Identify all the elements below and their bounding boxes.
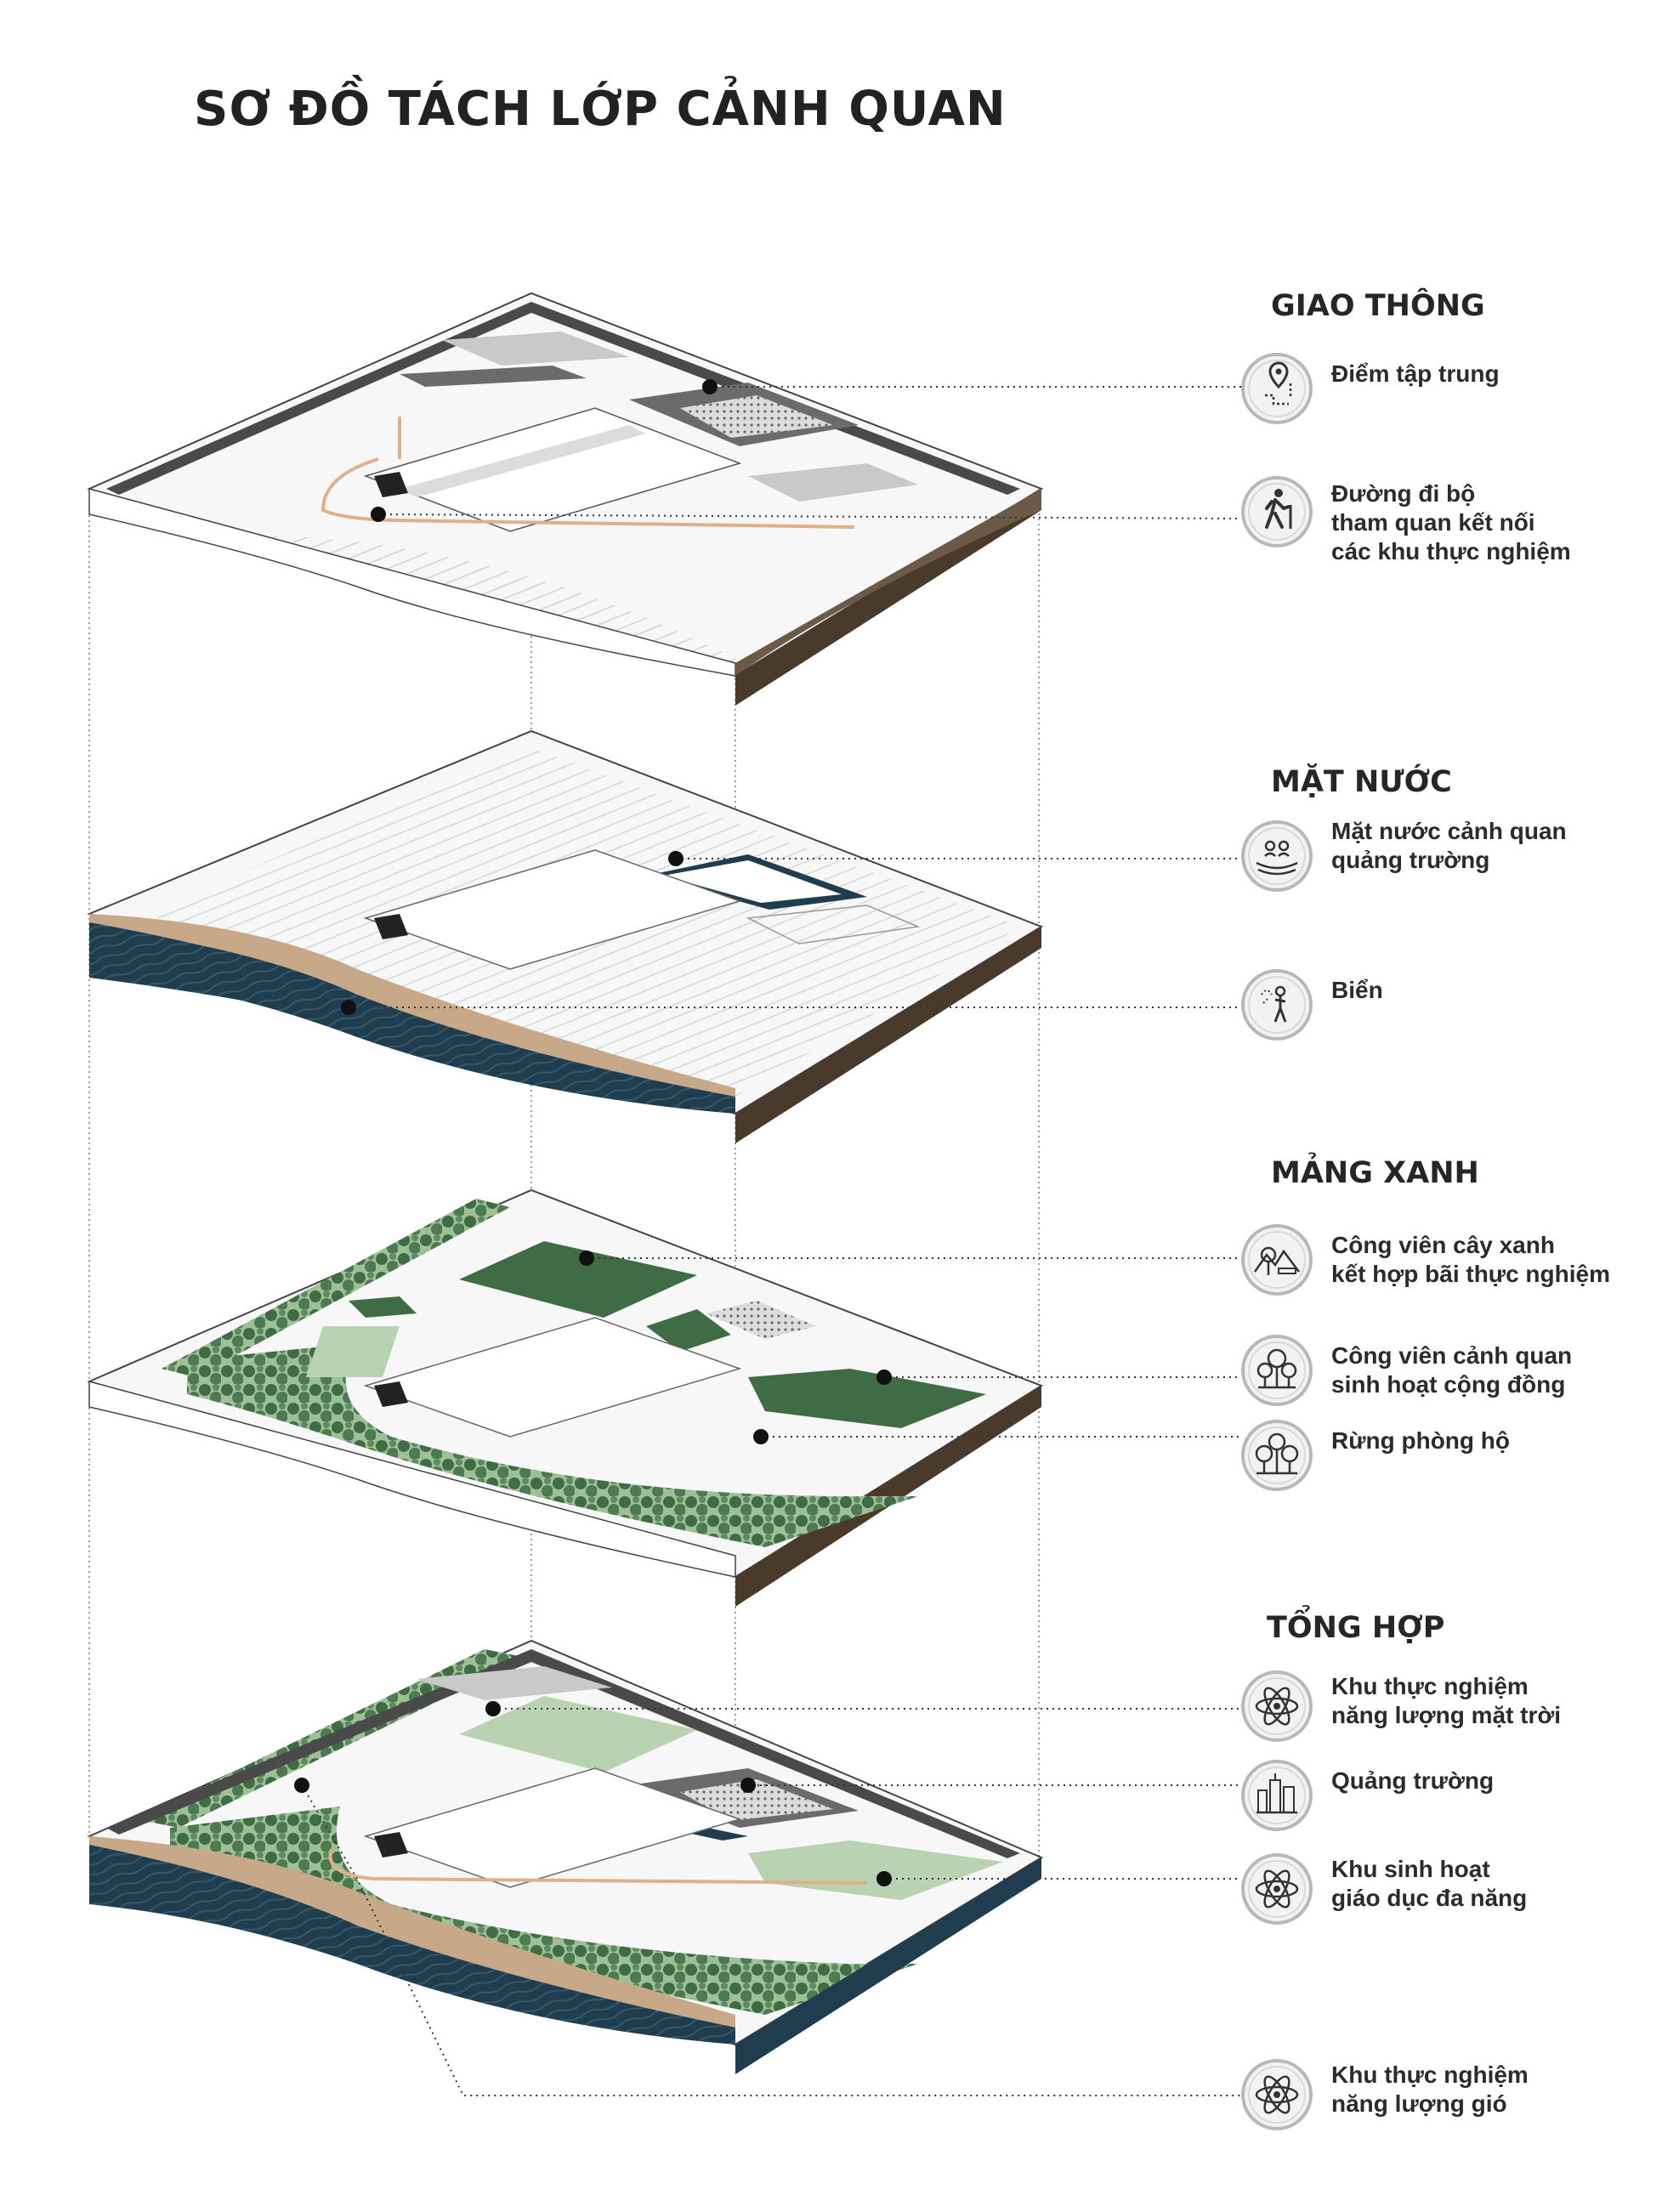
- legend-item-solar-zone: Khu thực nghiệm năng lượng mặt trời: [1241, 1670, 1561, 1742]
- legend-item-protective-forest: Rừng phòng hộ: [1241, 1420, 1510, 1491]
- leader-lines: [301, 386, 1242, 2096]
- legend-label: Khu sinh hoạt giáo dục đa năng: [1331, 1856, 1528, 1911]
- legend-label: Rừng phòng hộ: [1331, 1427, 1510, 1454]
- legend-label: Khu thực nghiệm năng lượng mặt trời: [1331, 1673, 1562, 1728]
- forest-icon: [1241, 1420, 1313, 1491]
- atom-icon: [1241, 2059, 1313, 2130]
- water-pool-icon: [1241, 820, 1313, 892]
- legend-item-walking-path: Đường đi bộ tham quan kết nối các khu th…: [1241, 476, 1571, 566]
- atom-icon: [1241, 1670, 1313, 1742]
- legend-item-sea: Biển: [1241, 969, 1383, 1041]
- legend-label: Điểm tập trung: [1331, 360, 1500, 387]
- legend-label: Mặt nước cảnh quan quảng trường: [1331, 818, 1567, 873]
- layer-title-green: MẢNG XANH: [1271, 1156, 1479, 1190]
- hiker-icon: [1241, 476, 1313, 547]
- layer-title-traffic: GIAO THÔNG: [1271, 289, 1485, 323]
- layer-summary-block: [87, 1639, 1044, 2074]
- leader-dots: [294, 379, 892, 1886]
- legend-item-wind-zone: Khu thực nghiệm năng lượng gió: [1241, 2059, 1529, 2130]
- legend-label: Công viên cây xanh kết hợp bãi thực nghi…: [1331, 1232, 1610, 1287]
- location-pin-icon: [1241, 353, 1313, 424]
- atom-icon: [1241, 1853, 1313, 1925]
- layer-water-block: [87, 729, 1044, 1143]
- layer-title-water: MẶT NƯỚC: [1271, 765, 1452, 799]
- beach-icon: [1241, 969, 1313, 1041]
- legend-item-education-zone: Khu sinh hoạt giáo dục đa năng: [1241, 1853, 1527, 1925]
- page-title: SƠ ĐỒ TÁCH LỚP CẢNH QUAN: [194, 82, 1007, 137]
- legend-label: Biển: [1331, 977, 1383, 1003]
- legend-label: Khu thực nghiệm năng lượng gió: [1331, 2062, 1529, 2117]
- legend-item-tree-park: Công viên cây xanh kết hợp bãi thực nghi…: [1241, 1224, 1610, 1296]
- layer-green-block: [87, 1188, 1044, 1607]
- legend-item-community-park: Công viên cảnh quan sinh hoạt cộng đồng: [1241, 1335, 1572, 1406]
- legend-item-plaza-water: Mặt nước cảnh quan quảng trường: [1241, 818, 1567, 892]
- legend-label: Công viên cảnh quan sinh hoạt cộng đồng: [1331, 1342, 1573, 1398]
- park-tree-icon: [1241, 1224, 1313, 1296]
- legend-label: Đường đi bộ tham quan kết nối các khu th…: [1331, 480, 1571, 564]
- trees-icon: [1241, 1335, 1313, 1406]
- legend-item-gathering-point: Điểm tập trung: [1241, 353, 1500, 424]
- legend-item-plaza: Quảng trường: [1241, 1760, 1494, 1831]
- layer-traffic-block: [87, 292, 1044, 706]
- city-square-icon: [1241, 1760, 1313, 1831]
- legend-label: Quảng trường: [1331, 1767, 1495, 1794]
- layer-title-summary: TỔNG HỢP: [1267, 1611, 1445, 1645]
